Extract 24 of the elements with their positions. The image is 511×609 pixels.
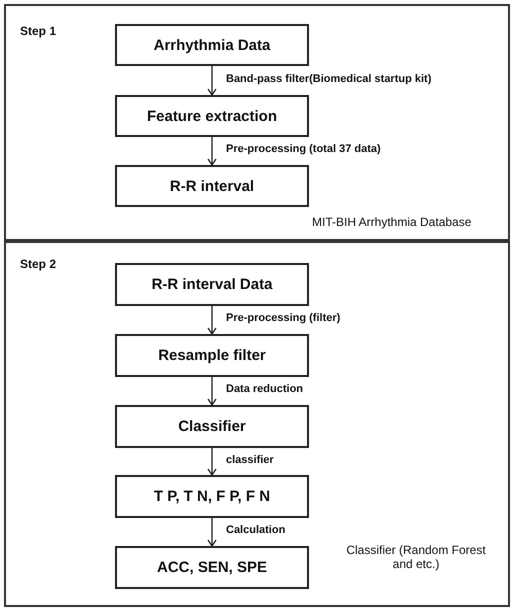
edge-label: Band-pass filter(Biomedical startup kit) bbox=[225, 72, 432, 86]
arrow bbox=[207, 66, 217, 96]
note-text: Classifier (Random Forest and etc.) bbox=[345, 543, 487, 571]
arrow bbox=[207, 377, 217, 406]
edge-label: Pre-processing (filter) bbox=[225, 312, 342, 325]
edge-label: Pre-processing (total 37 data) bbox=[225, 143, 382, 156]
step-heading: Step 1 bbox=[20, 24, 56, 38]
step-panel bbox=[4, 4, 510, 241]
process-box: R-R interval Data bbox=[115, 263, 309, 306]
process-box: Resample filter bbox=[115, 334, 309, 377]
note-text: MIT-BIH Arrhythmia Database bbox=[312, 215, 472, 229]
edge-label: classifier bbox=[225, 454, 275, 466]
step-heading: Step 2 bbox=[20, 257, 56, 271]
process-box: Feature extraction bbox=[115, 95, 309, 137]
process-box: ACC, SEN, SPE bbox=[115, 546, 309, 589]
arrow bbox=[207, 448, 217, 476]
arrow bbox=[207, 306, 217, 335]
step-panel bbox=[4, 241, 510, 607]
arrow bbox=[207, 518, 217, 547]
process-box: T P, T N, F P, F N bbox=[115, 475, 309, 518]
process-box: Classifier bbox=[115, 405, 309, 448]
process-box: Arrhythmia Data bbox=[115, 24, 309, 66]
process-box: R-R interval bbox=[115, 165, 309, 207]
arrow bbox=[207, 137, 217, 166]
